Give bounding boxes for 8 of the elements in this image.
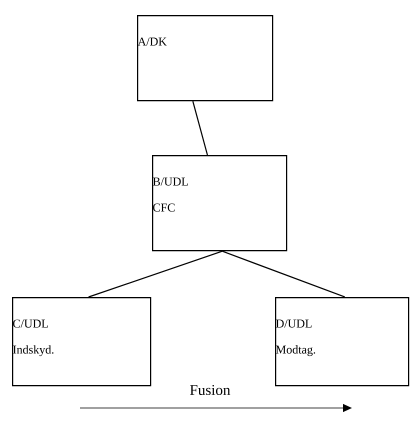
text-box: A/DK	[137, 15, 274, 102]
text-box: C/UDL Indskyd.	[12, 297, 152, 386]
arrow-label: Fusion	[190, 384, 230, 396]
text-box: B/UDL CFC	[152, 155, 288, 252]
connector-line	[222, 250, 345, 298]
connector-line	[88, 250, 222, 298]
text-box: D/UDL Modtag.	[275, 297, 410, 386]
connector-line	[192, 101, 208, 156]
